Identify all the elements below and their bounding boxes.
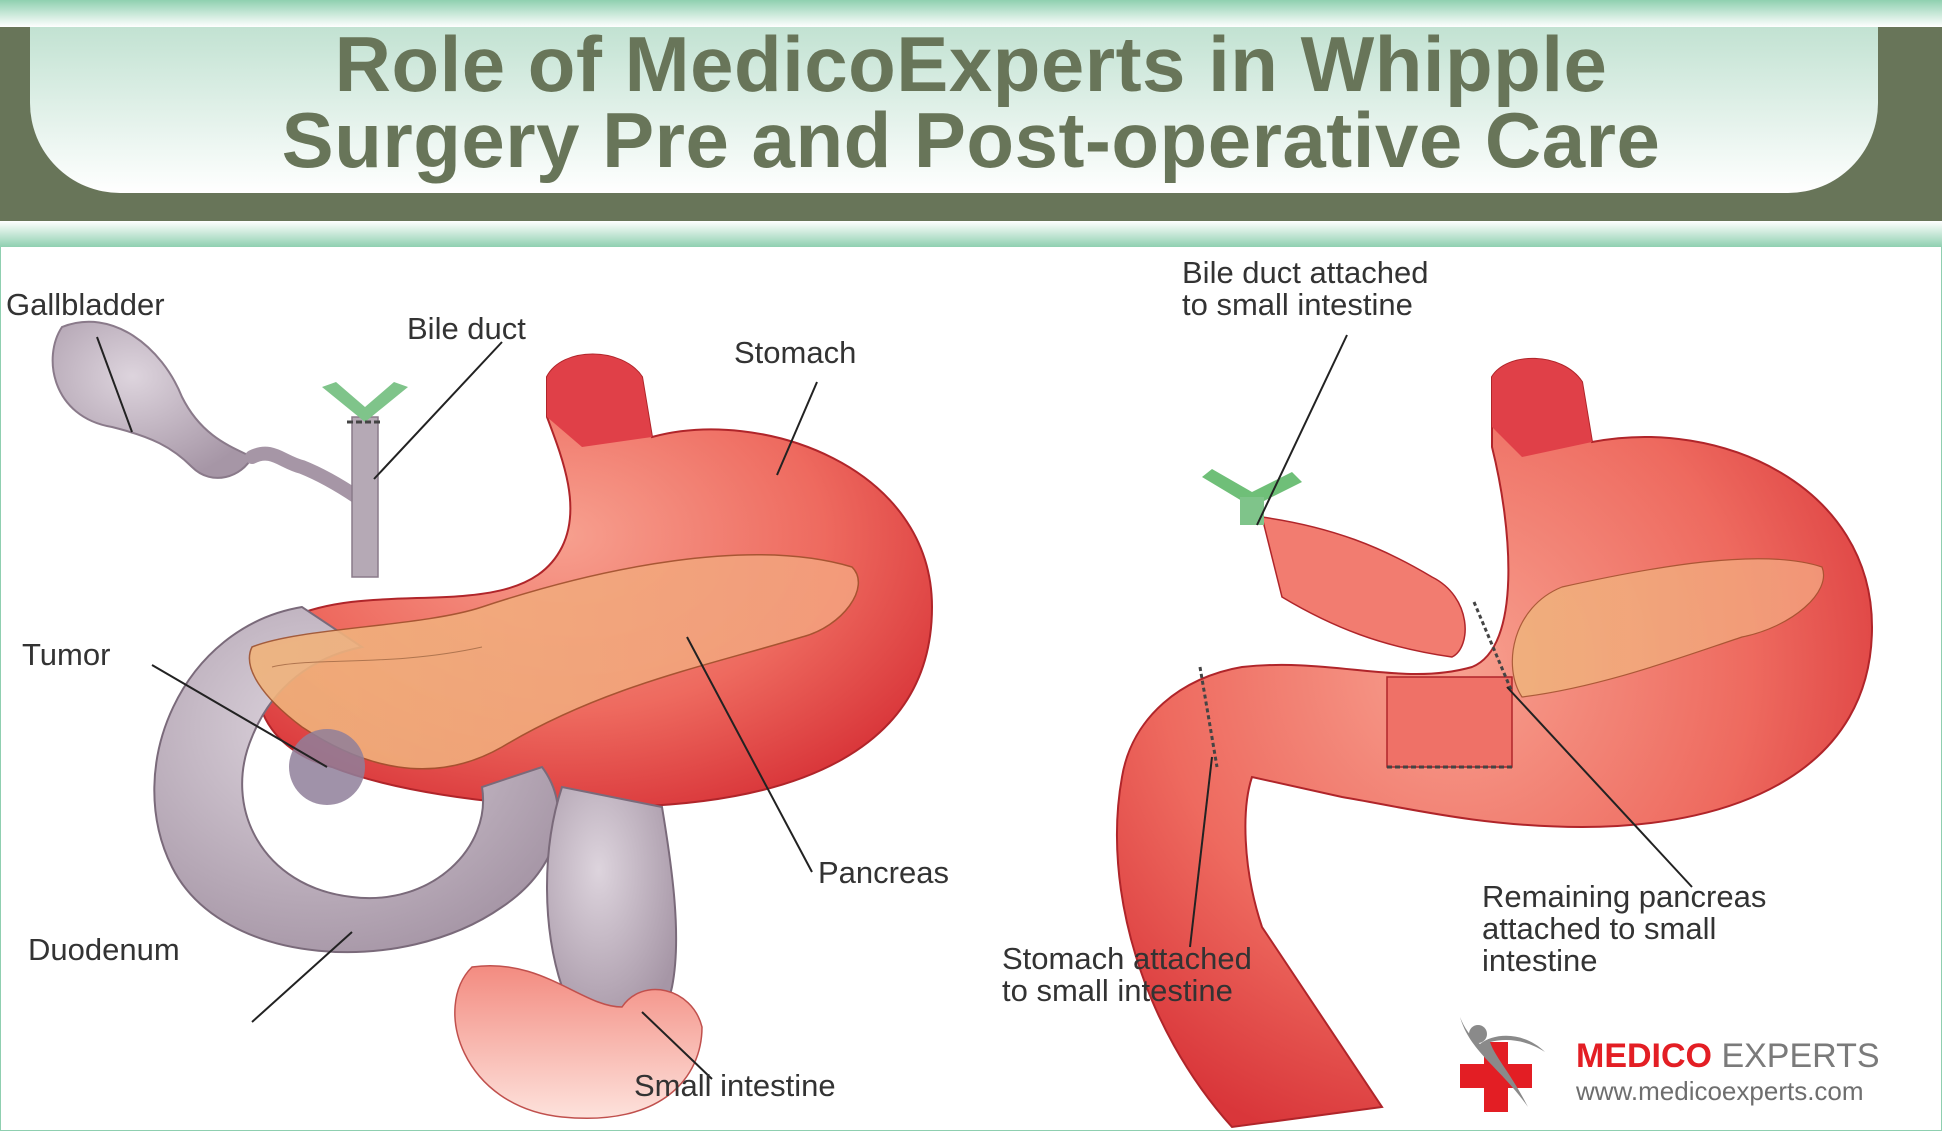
label-stomach-attached: Stomach attached to small intestine: [1002, 941, 1252, 1008]
page-title: Role of MedicoExperts in Whipple Surgery…: [0, 20, 1942, 184]
small-intestine-shape: [454, 964, 703, 1119]
medicoexperts-logo: MEDICO EXPERTS www.medicoexperts.com: [1450, 1012, 1910, 1112]
diagram-area: Gallbladder Bile duct Stomach Tumor Panc…: [2, 247, 1940, 1129]
title-line-1: Role of MedicoExperts in Whipple: [334, 20, 1608, 108]
label-pancreas: Pancreas: [818, 855, 949, 890]
after-leader-lines: [1189, 334, 1693, 948]
label-stomach: Stomach: [734, 335, 857, 370]
logo-url: www.medicoexperts.com: [1576, 1076, 1864, 1106]
label-gallbladder: Gallbladder: [6, 287, 165, 322]
after-surgery-diagram: [1116, 334, 1874, 1129]
label-small-intestine: Small intestine: [634, 1068, 836, 1103]
title-line-2: Surgery Pre and Post-operative Care: [281, 96, 1661, 184]
header-panel: [30, 27, 1878, 193]
label-remaining-pancreas: Remaining pancreas attached to small int…: [1482, 879, 1767, 978]
header-top-strip: [0, 0, 1942, 27]
label-bile-duct-attached: Bile duct attached to small intestine: [1182, 255, 1429, 322]
whipple-illustration: [51, 320, 1874, 1129]
bile-duct-attached-shape: [1202, 469, 1302, 525]
bile-duct-shape: [322, 382, 408, 578]
before-surgery-diagram: [51, 320, 934, 1119]
remaining-pancreas-shape: [1198, 558, 1825, 769]
label-bile-duct: Bile duct: [407, 311, 526, 346]
label-duodenum: Duodenum: [28, 932, 180, 967]
logo-brand-name: MEDICO EXPERTS: [1576, 1038, 1880, 1074]
logo-brand-secondary: EXPERTS: [1712, 1037, 1880, 1075]
gallbladder-shape: [51, 320, 364, 504]
label-tumor: Tumor: [22, 637, 111, 672]
header-bottom-strip: [0, 221, 1942, 247]
logo-brand-primary: MEDICO: [1576, 1037, 1712, 1075]
medico-cross-person-icon: [1460, 1017, 1545, 1112]
before-leader-lines: [96, 336, 818, 1080]
